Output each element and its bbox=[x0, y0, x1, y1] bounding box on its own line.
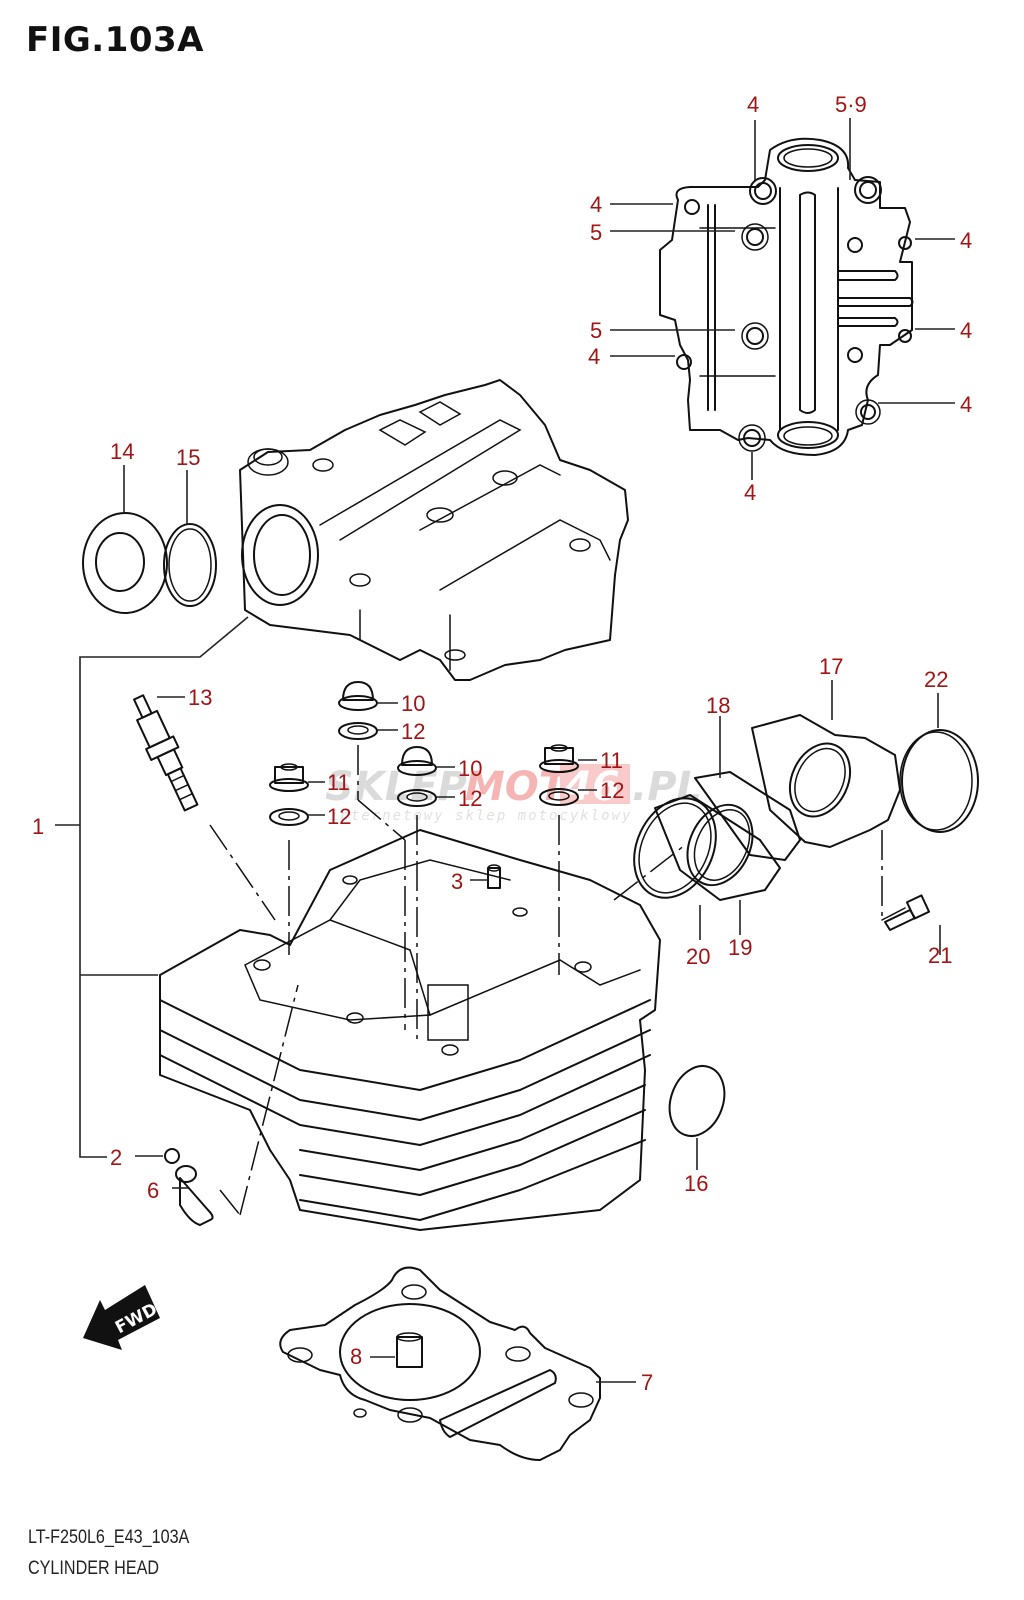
callout-2: 2 bbox=[110, 1145, 122, 1170]
callout-1: 1 bbox=[32, 814, 44, 839]
part-14-cap bbox=[82, 512, 168, 614]
part-21-bolt bbox=[884, 894, 931, 931]
part-17-intake-pipe bbox=[751, 714, 901, 848]
callout-labels: 1 2 3 4 4 4 4 4 4 4 5 5 5·9 6 7 8 10 10 … bbox=[32, 92, 972, 1395]
callout-12: 12 bbox=[401, 719, 425, 744]
part-19-insulator bbox=[654, 794, 781, 901]
watermark-brand-gray: SKLEP bbox=[325, 764, 467, 810]
callout-12: 12 bbox=[600, 778, 624, 803]
diagram-code: LT-F250L6_E43_103A bbox=[28, 1527, 190, 1548]
part-12-washer-b bbox=[397, 789, 437, 807]
callout-4: 4 bbox=[960, 392, 972, 417]
callout-21: 21 bbox=[928, 943, 952, 968]
part-7-head-gasket bbox=[279, 1266, 601, 1461]
part-12-washer-a bbox=[338, 722, 378, 740]
callout-4: 4 bbox=[590, 192, 602, 217]
callout-4: 4 bbox=[747, 92, 759, 117]
cylinder-head-cover bbox=[239, 379, 629, 681]
part-13-spark-plug bbox=[133, 694, 199, 812]
callout-5: 5 bbox=[590, 220, 602, 245]
callout-4: 4 bbox=[960, 318, 972, 343]
callout-4: 4 bbox=[588, 344, 600, 369]
part-18-gasket bbox=[694, 771, 801, 861]
callout-22: 22 bbox=[924, 667, 948, 692]
part-12-washer-c bbox=[269, 808, 309, 826]
callout-5-9: 5·9 bbox=[835, 92, 867, 117]
callout-13: 13 bbox=[188, 685, 212, 710]
part-15-o-ring bbox=[163, 523, 217, 607]
callout-16: 16 bbox=[684, 1171, 708, 1196]
watermark: SKLEP MOTO 46 .PL internetowy sklep moto… bbox=[325, 764, 702, 824]
cylinder-head bbox=[159, 829, 661, 1231]
callout-17: 17 bbox=[819, 654, 843, 679]
part-12-washer-d bbox=[539, 788, 579, 806]
leader-lines bbox=[123, 118, 955, 1383]
callout-4: 4 bbox=[960, 228, 972, 253]
part-11-nut-a bbox=[269, 763, 309, 792]
diagram-name: CYLINDER HEAD bbox=[28, 1558, 160, 1579]
callout-12: 12 bbox=[458, 786, 482, 811]
watermark-tagline: internetowy sklep motocyklowy bbox=[330, 808, 632, 824]
callout-5: 5 bbox=[590, 318, 602, 343]
part-22-clamp bbox=[899, 729, 979, 833]
fwd-direction-arrow: FWD bbox=[83, 1285, 161, 1350]
figure-title: FIG.103A bbox=[26, 20, 204, 60]
part-20-o-ring bbox=[633, 797, 717, 899]
part-10-cap-nut-b bbox=[397, 746, 437, 776]
callout-4: 4 bbox=[744, 480, 756, 505]
callout-12: 12 bbox=[327, 804, 351, 829]
part-3-dowel-pin bbox=[487, 864, 501, 889]
callout-6: 6 bbox=[147, 1178, 159, 1203]
callout-10: 10 bbox=[458, 756, 482, 781]
callout-7: 7 bbox=[641, 1370, 653, 1395]
part-10-cap-nut-a bbox=[338, 681, 378, 711]
callout-10: 10 bbox=[401, 691, 425, 716]
part-2-clip bbox=[164, 1148, 180, 1164]
part-11-nut-b bbox=[539, 744, 579, 773]
callout-19: 19 bbox=[728, 935, 752, 960]
part-16-plug bbox=[668, 1065, 726, 1137]
callout-15: 15 bbox=[176, 445, 200, 470]
cylinder-head-cover-top-view bbox=[659, 137, 914, 456]
callout-11: 11 bbox=[327, 770, 350, 795]
callout-11: 11 bbox=[600, 748, 623, 773]
callout-20: 20 bbox=[686, 944, 710, 969]
callout-8: 8 bbox=[350, 1344, 362, 1369]
callout-3: 3 bbox=[451, 869, 463, 894]
callout-18: 18 bbox=[706, 693, 730, 718]
part-6-dowel bbox=[175, 1165, 214, 1226]
bracket-part-1 bbox=[55, 616, 249, 1158]
callout-14: 14 bbox=[110, 439, 134, 464]
